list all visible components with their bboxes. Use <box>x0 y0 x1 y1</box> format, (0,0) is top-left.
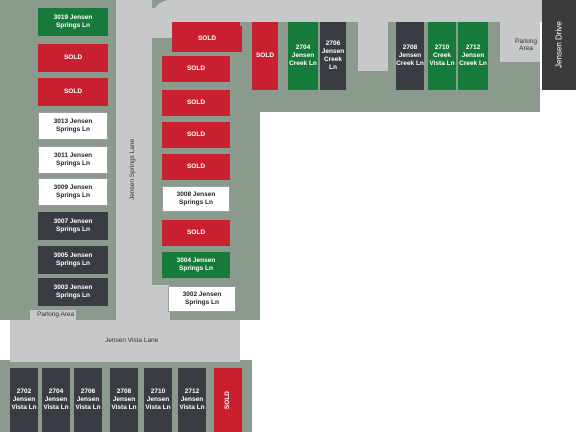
road-top-curve <box>152 0 542 22</box>
left-lot-label: SOLD <box>63 54 83 61</box>
top-lot-1[interactable]: SOLD <box>252 22 278 90</box>
bottom-lot-0[interactable]: 2702 Jensen Vista Ln <box>10 368 38 432</box>
bottom-lot-label: 2704 Jensen Vista Ln <box>43 388 69 411</box>
bottom-lot-4[interactable]: 2710 Jensen Vista Ln <box>144 368 172 432</box>
right-lot-label: SOLD <box>186 229 206 236</box>
left-lot-8[interactable]: 3003 Jensen Springs Ln <box>38 278 108 306</box>
left-lot-6[interactable]: 3007 Jensen Springs Ln <box>38 212 108 240</box>
left-lot-5[interactable]: 3009 Jensen Springs Ln <box>38 178 108 206</box>
left-lot-label: 3005 Jensen Springs Ln <box>53 252 93 267</box>
left-lot-label: 3011 Jensen Springs Ln <box>53 152 93 167</box>
left-lot-2[interactable]: SOLD <box>38 78 108 106</box>
right-lot-7[interactable]: 3004 Jensen Springs Ln <box>162 252 230 278</box>
road-jensen-springs-lane <box>116 0 152 325</box>
top-lot-label: SOLD <box>255 52 275 59</box>
parking-area-top <box>500 22 540 62</box>
left-lot-label: 3013 Jensen Springs Ln <box>53 118 93 133</box>
right-lot-label: SOLD <box>186 163 206 170</box>
left-lot-label: 3003 Jensen Springs Ln <box>53 284 93 299</box>
top-lot-6[interactable]: 2712 Jensen Creek Ln <box>458 22 488 90</box>
right-lot-6[interactable]: SOLD <box>162 220 230 246</box>
right-lot-8[interactable]: 3002 Jensen Springs Ln <box>168 286 236 312</box>
right-lot-label: 3004 Jensen Springs Ln <box>176 257 216 272</box>
bottom-lot-6[interactable]: SOLD <box>214 368 242 432</box>
right-lot-label: 3008 Jensen Springs Ln <box>176 191 216 206</box>
top-lot-0[interactable]: SOLD <box>172 26 242 52</box>
top-lot-label: 2706 Jensen Creek Ln <box>321 40 345 71</box>
parking-area-bottom <box>30 310 76 322</box>
top-lot-label: SOLD <box>197 35 217 42</box>
jensen-springs-lane-label: Jensen Springs Lane <box>129 138 136 200</box>
road-stub-1 <box>358 16 388 71</box>
jensen-drive: Jensen Drive <box>542 0 576 90</box>
bottom-lot-label: 2702 Jensen Vista Ln <box>11 388 37 411</box>
top-lot-label: 2708 Jensen Creek Ln <box>396 44 424 67</box>
left-lot-3[interactable]: 3013 Jensen Springs Ln <box>38 112 108 140</box>
right-lot-5[interactable]: 3008 Jensen Springs Ln <box>162 186 230 212</box>
bottom-lot-label: SOLD <box>224 390 231 410</box>
left-lot-label: 3019 Jensen Springs Ln <box>53 14 93 29</box>
left-lot-label: 3009 Jensen Springs Ln <box>53 184 93 199</box>
bottom-lot-label: 2710 Jensen Vista Ln <box>145 388 171 411</box>
bottom-lot-1[interactable]: 2704 Jensen Vista Ln <box>42 368 70 432</box>
road-connector <box>150 285 170 325</box>
top-lot-5[interactable]: 2710 Creek Vista Ln <box>428 22 456 90</box>
right-lot-4[interactable]: SOLD <box>162 154 230 180</box>
bottom-lot-label: 2712 Jensen Vista Ln <box>179 388 205 411</box>
bottom-lot-label: 2706 Jensen Vista Ln <box>75 388 101 411</box>
bottom-lot-3[interactable]: 2708 Jensen Vista Ln <box>110 368 138 432</box>
left-lot-label: 3007 Jensen Springs Ln <box>53 218 93 233</box>
right-lot-label: SOLD <box>186 131 206 138</box>
left-lot-1[interactable]: SOLD <box>38 44 108 72</box>
left-lot-0[interactable]: 3019 Jensen Springs Ln <box>38 8 108 36</box>
top-lot-label: 2710 Creek Vista Ln <box>429 44 455 67</box>
left-lot-label: SOLD <box>63 88 83 95</box>
top-lot-label: 2712 Jensen Creek Ln <box>459 44 487 67</box>
right-lot-label: SOLD <box>186 65 206 72</box>
top-lot-4[interactable]: 2708 Jensen Creek Ln <box>396 22 424 90</box>
right-lot-label: 3002 Jensen Springs Ln <box>182 291 222 306</box>
bottom-lot-label: 2708 Jensen Vista Ln <box>111 388 137 411</box>
jensen-drive-label: Jensen Drive <box>554 21 564 69</box>
top-lot-label: 2704 Jensen Creek Ln <box>289 44 317 67</box>
left-lot-4[interactable]: 3011 Jensen Springs Ln <box>38 146 108 174</box>
road-jensen-vista-lane <box>10 320 240 362</box>
right-lot-3[interactable]: SOLD <box>162 122 230 148</box>
right-lot-1[interactable]: SOLD <box>162 56 230 82</box>
bottom-lot-2[interactable]: 2706 Jensen Vista Ln <box>74 368 102 432</box>
jensen-vista-lane-label: Jensen Vista Lane <box>105 337 159 344</box>
right-lot-label: SOLD <box>186 99 206 106</box>
bottom-lot-5[interactable]: 2712 Jensen Vista Ln <box>178 368 206 432</box>
parking-area-top-label: Parking Area <box>515 38 538 52</box>
top-lot-2[interactable]: 2704 Jensen Creek Ln <box>288 22 318 90</box>
left-lot-7[interactable]: 3005 Jensen Springs Ln <box>38 246 108 274</box>
road-top-left-section <box>124 8 174 38</box>
right-lot-2[interactable]: SOLD <box>162 90 230 116</box>
top-lot-3[interactable]: 2706 Jensen Creek Ln <box>320 22 346 90</box>
parking-area-bottom-label: Parking Area <box>37 311 75 318</box>
